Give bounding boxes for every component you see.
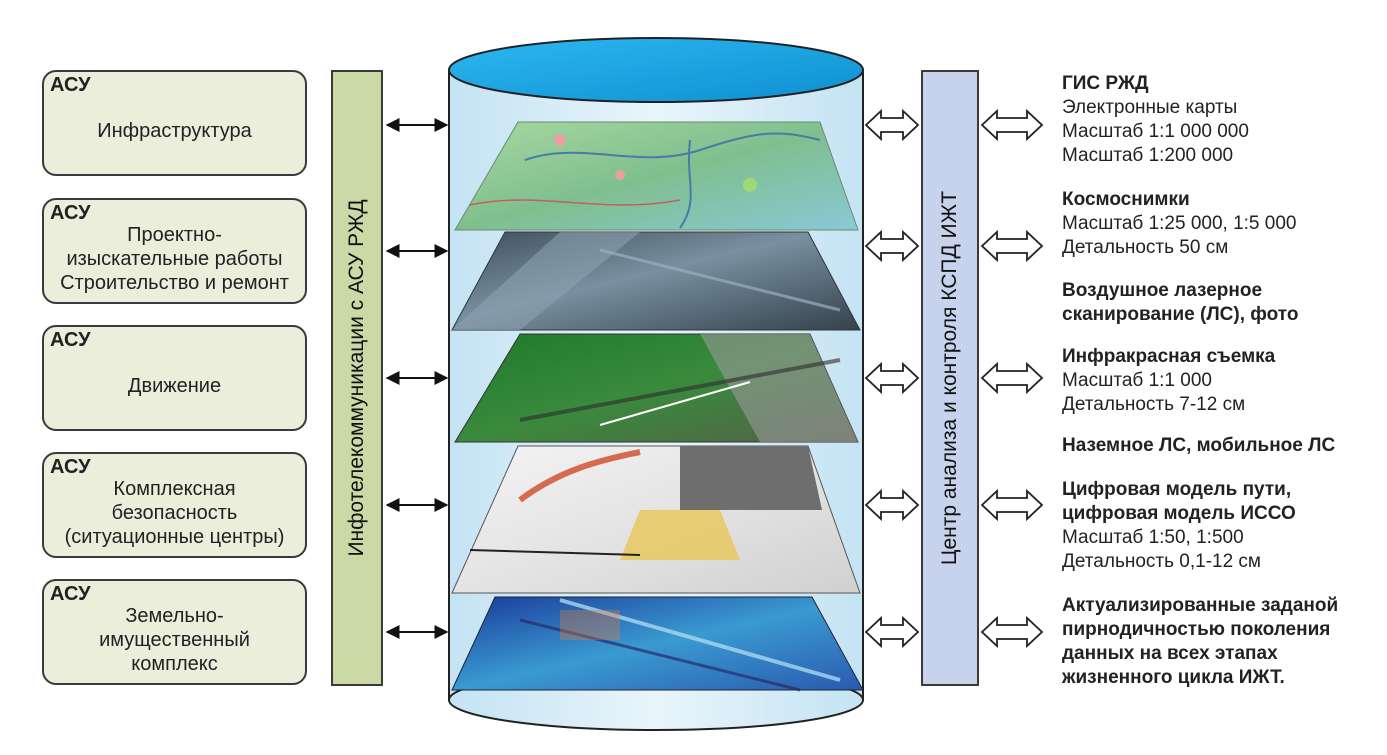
left-link-arrows bbox=[385, 118, 449, 639]
info-line: Масштаб 1:1 000 bbox=[1062, 370, 1212, 391]
asu-label: Движение bbox=[127, 375, 222, 397]
asu-label: Проектно- изыскательные работы Строитель… bbox=[60, 224, 289, 294]
asu-label: Земельно- имущественный комплекс bbox=[99, 605, 250, 675]
block-arrow bbox=[864, 615, 920, 649]
info-gis: ГИС РЖД Электронные карты Масштаб 1:1 00… bbox=[1062, 72, 1249, 168]
info-line: Детальность 50 см bbox=[1062, 237, 1229, 258]
block-arrow bbox=[980, 108, 1044, 142]
info-line: Электронные карты bbox=[1062, 97, 1238, 118]
asu-tag: АСУ bbox=[50, 74, 91, 96]
block-arrow bbox=[980, 615, 1044, 649]
block-arrow bbox=[864, 488, 920, 522]
block-arrow bbox=[980, 488, 1044, 522]
layer-digital-model bbox=[451, 596, 864, 692]
asu-box-design-construction: АСУ Проектно- изыскательные работы Строи… bbox=[42, 198, 307, 304]
layer-infrared bbox=[451, 445, 861, 594]
info-line: Масштаб 1:25 000, 1:5 000 bbox=[1062, 213, 1297, 234]
info-heading: сканирование (ЛС), фото bbox=[1062, 304, 1299, 325]
info-satellite: Космоснимки Масштаб 1:25 000, 1:5 000 Де… bbox=[1062, 188, 1296, 260]
asu-label: Инфраструктура bbox=[97, 120, 252, 142]
info-heading: Цифровая модель пути, bbox=[1062, 479, 1292, 500]
asu-tag: АСУ bbox=[50, 202, 91, 224]
info-heading: пирнодичностью поколения bbox=[1062, 619, 1331, 640]
analysis-center-bar: Центр анализа и контроля КСПД ИЖТ bbox=[921, 70, 979, 686]
info-laser: Воздушное лазерное сканирование (ЛС), фо… bbox=[1062, 279, 1298, 327]
asu-box-security: АСУ Комплексная безопасность (ситуационн… bbox=[42, 452, 307, 558]
asu-label: Комплексная безопасность (ситуационные ц… bbox=[64, 478, 285, 548]
info-ground-ls: Наземное ЛС, мобильное ЛС bbox=[1062, 434, 1335, 458]
cylinder-top bbox=[448, 37, 864, 103]
asu-tag: АСУ bbox=[50, 456, 91, 478]
asu-tag: АСУ bbox=[50, 583, 91, 605]
info-heading: жизненного цикла ИЖТ. bbox=[1062, 667, 1285, 688]
info-heading: ГИС РЖД bbox=[1062, 73, 1149, 94]
info-heading: данных на всех этапах bbox=[1062, 643, 1278, 664]
info-heading: цифровая модель ИССО bbox=[1062, 503, 1296, 524]
block-arrow bbox=[864, 229, 920, 263]
block-arrow bbox=[864, 108, 920, 142]
layer-satellite bbox=[451, 231, 861, 331]
info-heading: Космоснимки bbox=[1062, 189, 1190, 210]
info-line: Детальность 7-12 см bbox=[1062, 394, 1246, 415]
block-arrow bbox=[980, 229, 1044, 263]
asu-box-infrastructure: АСУ Инфраструктура bbox=[42, 70, 307, 176]
info-heading: Актуализированные заданой bbox=[1062, 595, 1339, 616]
info-heading: Инфракрасная съемка bbox=[1062, 346, 1276, 367]
infotelecom-bar: Инфотелекоммуникации с АСУ РЖД bbox=[331, 70, 383, 686]
layer-laser-scan bbox=[454, 333, 859, 443]
info-line: Масштаб 1:1 000 000 bbox=[1062, 121, 1249, 142]
block-arrow bbox=[980, 361, 1044, 395]
info-line: Детальность 0,1-12 см bbox=[1062, 551, 1261, 572]
info-line: Масштаб 1:200 000 bbox=[1062, 145, 1234, 166]
right-link-arrows bbox=[864, 108, 1044, 649]
asu-box-land-property: АСУ Земельно- имущественный комплекс bbox=[42, 579, 307, 685]
info-heading: Воздушное лазерное bbox=[1062, 280, 1263, 301]
info-line: Масштаб 1:50, 1:500 bbox=[1062, 527, 1244, 548]
asu-box-traffic: АСУ Движение bbox=[42, 325, 307, 431]
info-infrared: Инфракрасная съемка Масштаб 1:1 000 Дета… bbox=[1062, 345, 1275, 417]
asu-tag: АСУ bbox=[50, 329, 91, 351]
info-digital-model: Цифровая модель пути, цифровая модель ИС… bbox=[1062, 478, 1296, 574]
info-actualized: Актуализированные заданой пирнодичностью… bbox=[1062, 594, 1338, 690]
block-arrow bbox=[864, 361, 920, 395]
info-heading: Наземное ЛС, мобильное ЛС bbox=[1062, 435, 1336, 456]
layer-gis-map bbox=[454, 121, 859, 231]
